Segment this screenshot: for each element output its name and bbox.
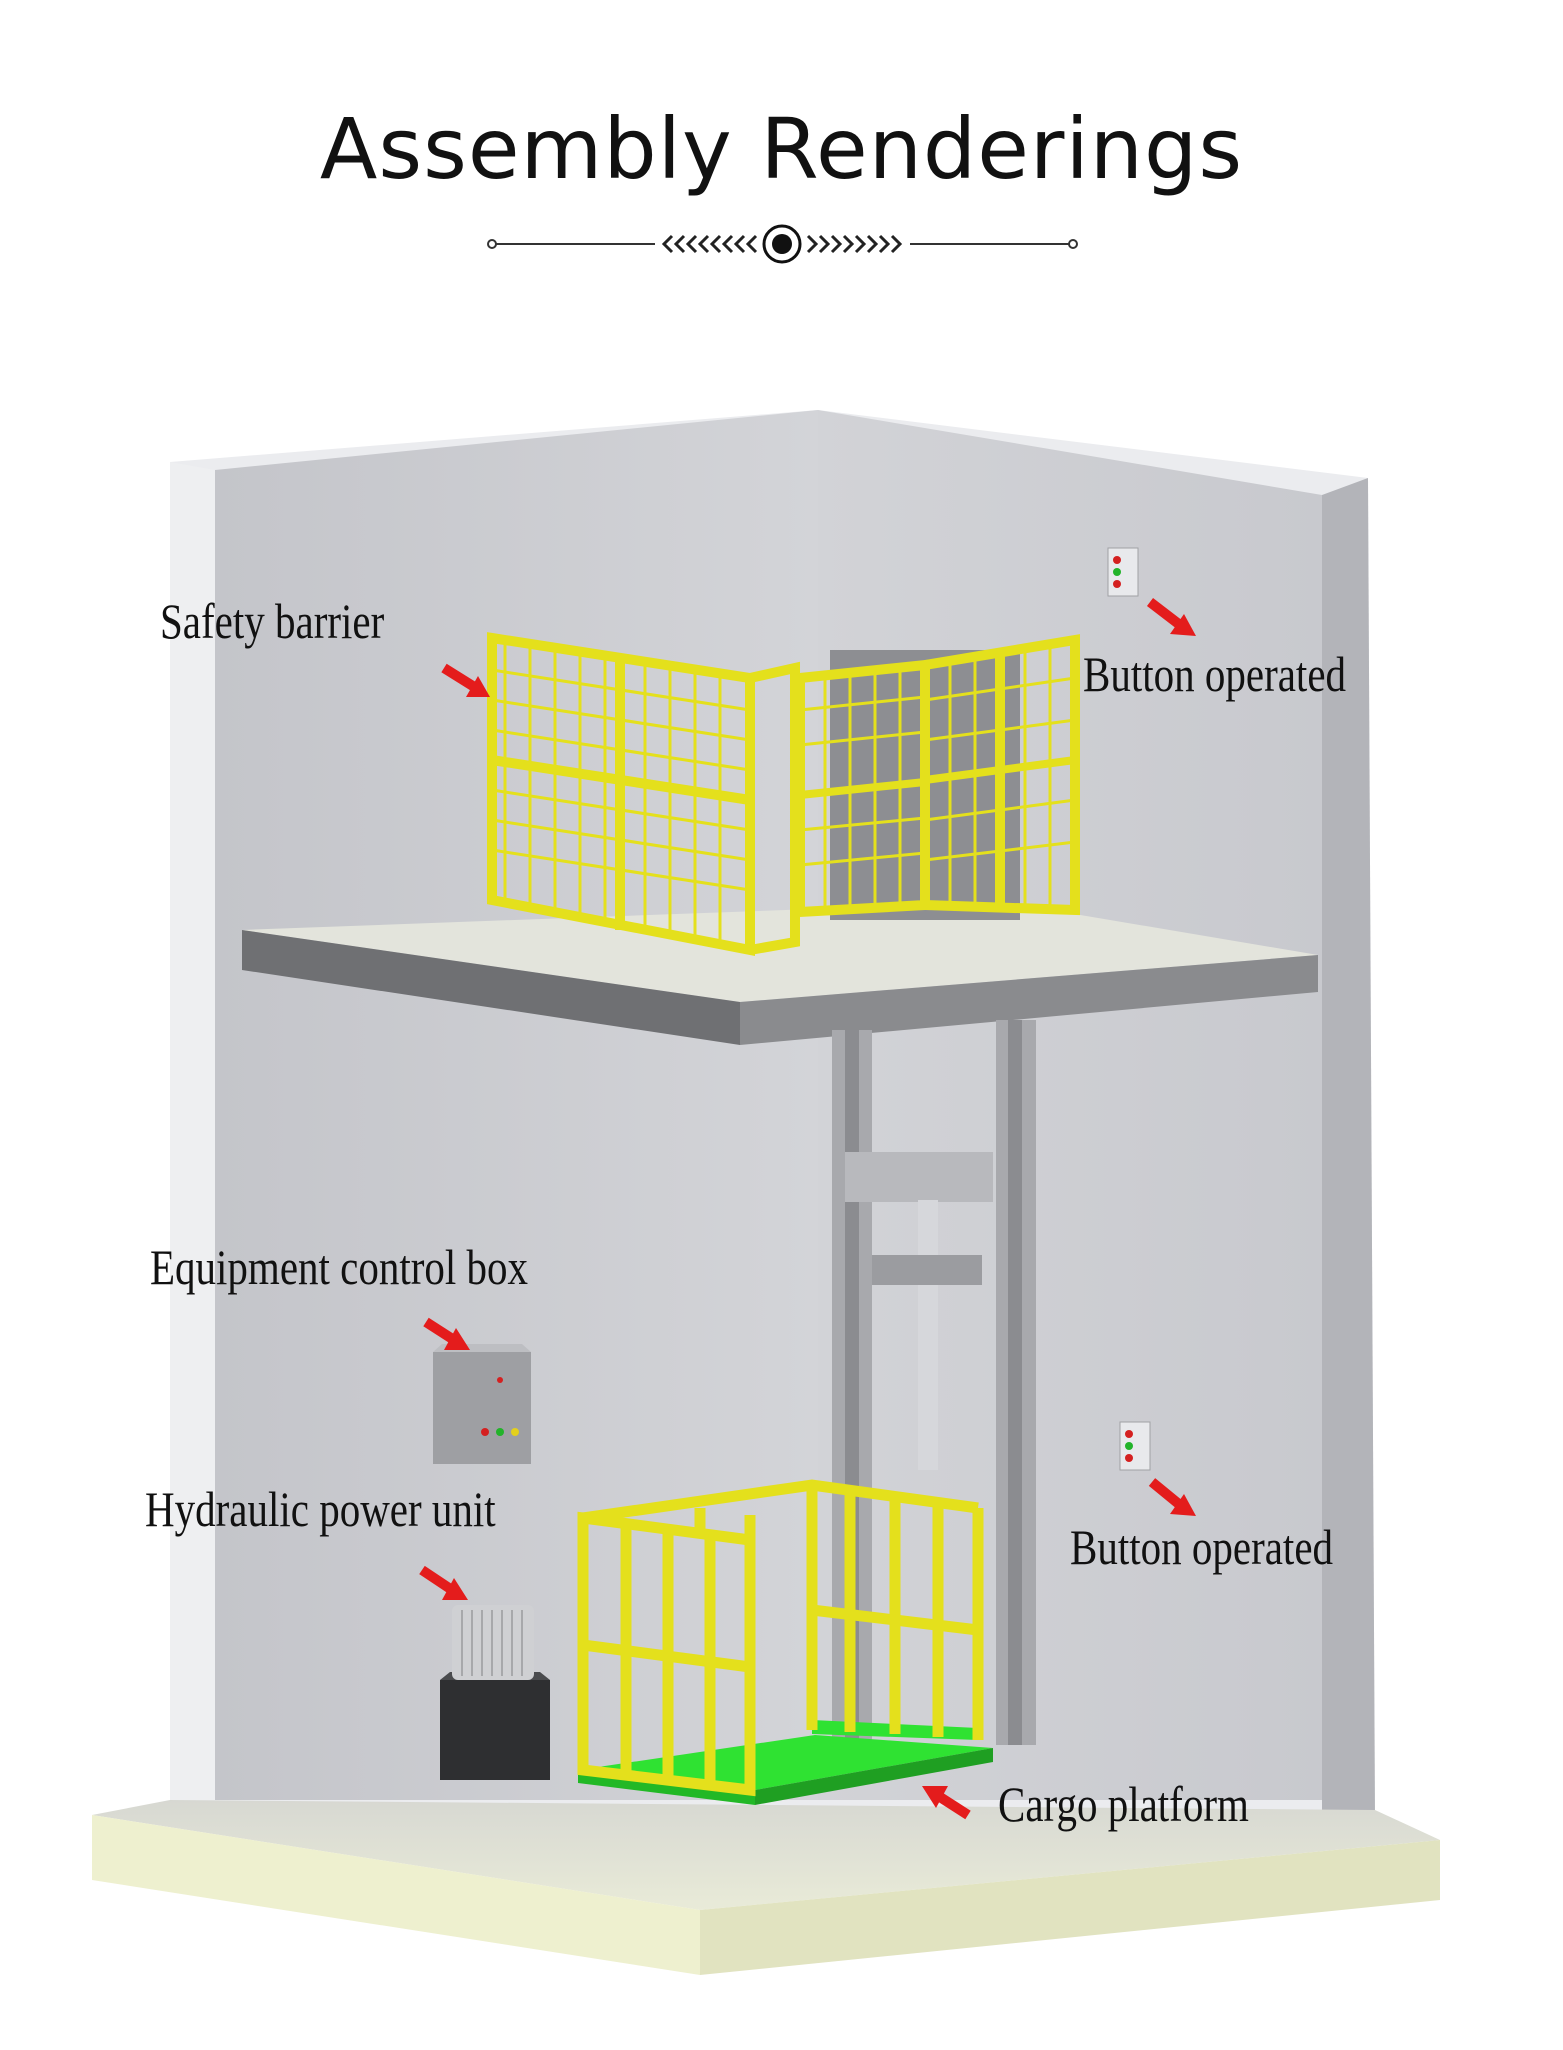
label-safety-barrier: Safety barrier: [160, 593, 385, 649]
label-hydraulic-power-unit: Hydraulic power unit: [145, 1481, 496, 1537]
ground-floor: [92, 1800, 1440, 1975]
center-ring-icon: [762, 224, 802, 264]
arrow-cargo-platform: [922, 1786, 971, 1820]
arrow-hydraulic-unit: [419, 1565, 468, 1600]
safety-barrier: [487, 632, 1080, 957]
arrow-button-bottom: [1148, 1478, 1196, 1516]
label-button-operated-top: Button operated: [1083, 646, 1347, 702]
upper-floor-slab: [242, 902, 1318, 1045]
label-equipment-control-box: Equipment control box: [150, 1239, 529, 1295]
arrow-control-box: [423, 1317, 470, 1350]
left-chevrons: [661, 234, 758, 254]
page-title: Assembly Renderings: [319, 100, 1244, 198]
lift-mast: [832, 1020, 1036, 1745]
title-divider: [487, 224, 1078, 264]
equipment-control-box: [433, 1344, 531, 1464]
cargo-cage: [577, 1479, 984, 1797]
button-station-bottom: [1119, 1421, 1151, 1471]
arrow-button-top: [1146, 598, 1196, 636]
label-button-operated-bottom: Button operated: [1070, 1519, 1334, 1575]
pointer-arrows: [419, 598, 1196, 1820]
label-cargo-platform: Cargo platform: [998, 1776, 1249, 1832]
right-chevrons: [806, 234, 903, 254]
arrow-safety-barrier: [441, 663, 490, 697]
button-station-top: [1107, 547, 1139, 597]
hydraulic-power-unit: [440, 1605, 550, 1780]
